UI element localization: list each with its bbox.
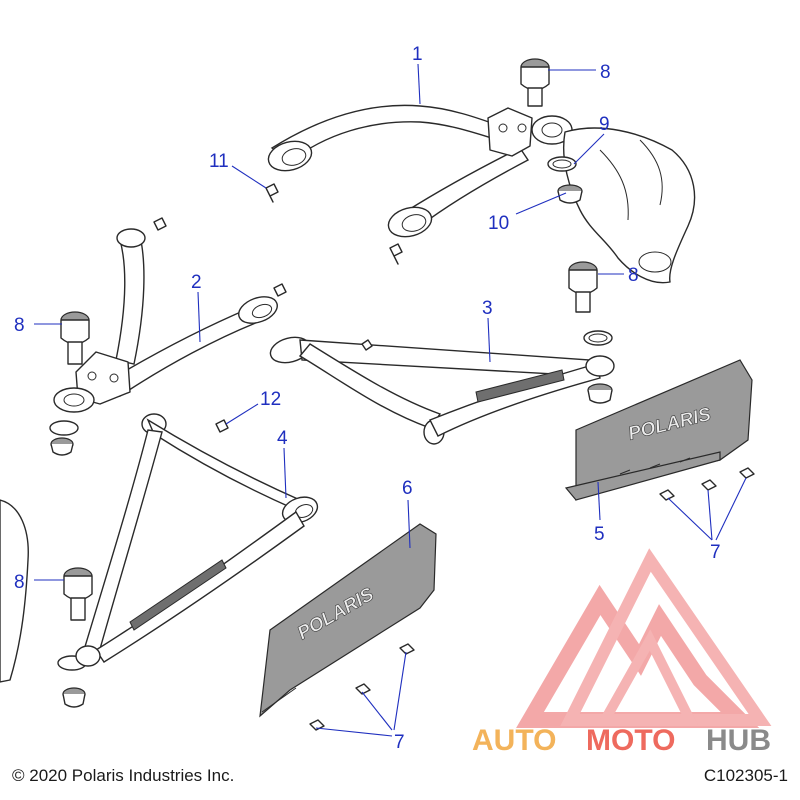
snap-ring-right — [583, 330, 613, 346]
callout-12: 12 — [260, 389, 281, 410]
leader-lines — [34, 63, 747, 737]
steering-knuckle — [562, 127, 696, 284]
part-7-bolts-right — [659, 467, 755, 501]
steering-knuckle-left-fragment — [0, 499, 29, 683]
copyright-text: © 2020 Polaris Industries Inc. — [12, 766, 235, 785]
part-7-bolts-bottom — [309, 643, 415, 731]
callout-11: 11 — [209, 151, 229, 172]
part-4-lower-a-arm — [75, 413, 319, 667]
automotohub-watermark-logo — [516, 548, 772, 728]
cap-bottom — [62, 687, 86, 708]
part-2-upper-arm-left — [53, 228, 278, 413]
watermark-text-moto: MOTO — [586, 724, 675, 757]
part-1-upper-a-arm — [267, 104, 573, 238]
callout-7-bottom: 7 — [394, 732, 405, 753]
callout-5: 5 — [594, 524, 605, 545]
watermark-text-hub: HUB — [706, 724, 771, 757]
ball-joint-left — [60, 311, 90, 365]
part-5-skid-plate: POLARIS — [564, 359, 753, 501]
callout-8-bottom: 8 — [14, 572, 25, 593]
cap-left — [50, 437, 74, 456]
callout-1: 1 — [412, 44, 423, 65]
grease-fitting-arm2-right — [273, 283, 287, 297]
watermark-text-auto: AUTO — [472, 724, 556, 757]
diagram-id: C102305-1 — [703, 766, 788, 785]
grease-fitting-arm2-top — [153, 217, 167, 231]
callout-2: 2 — [191, 272, 202, 293]
part-11-grease-fitting — [265, 183, 279, 203]
callout-9: 9 — [599, 114, 610, 135]
snap-ring-left — [49, 420, 79, 436]
part-12-grease-fitting — [215, 419, 229, 433]
cap-right — [587, 383, 613, 404]
grease-fitting-upper — [389, 243, 403, 265]
part-9-snap-ring — [547, 156, 577, 172]
part-6-skid-plate: POLARIS — [259, 523, 437, 718]
callout-4: 4 — [277, 428, 288, 449]
grease-fitting-arm3 — [361, 339, 373, 351]
callout-10: 10 — [488, 213, 509, 234]
callout-3: 3 — [482, 298, 493, 319]
callout-8-left: 8 — [14, 315, 25, 336]
part-10-cap — [557, 184, 583, 204]
part-3-control-arm — [269, 336, 615, 445]
callout-6: 6 — [402, 478, 413, 499]
ball-joint-right — [568, 261, 598, 313]
ball-joint-top — [520, 58, 550, 107]
callout-7-right: 7 — [710, 542, 721, 563]
callout-8-top: 8 — [600, 62, 611, 83]
callout-8-right: 8 — [628, 265, 639, 286]
ball-joint-bottom-left — [63, 567, 93, 621]
